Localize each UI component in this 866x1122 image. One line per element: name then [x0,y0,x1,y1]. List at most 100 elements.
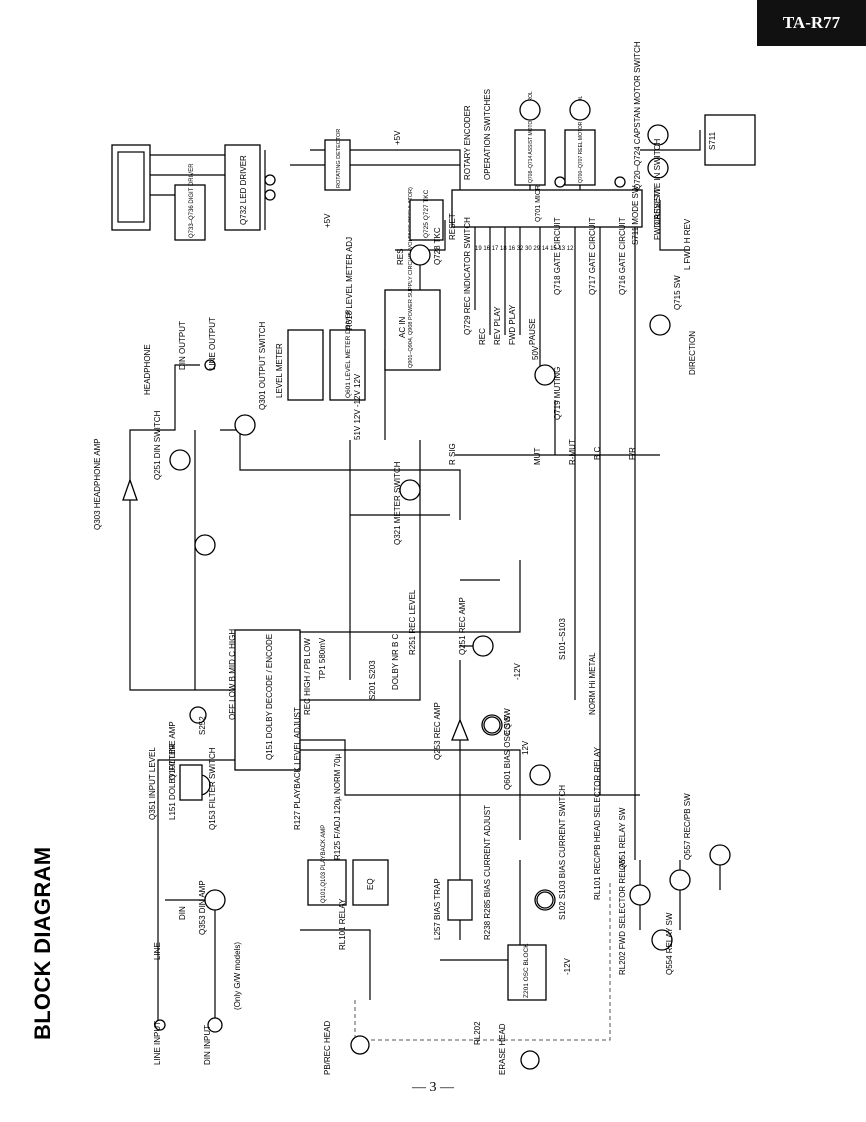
label-gate3: Q716 GATE CIRCUIT [618,217,627,295]
label-muting: Q719 MUTING [553,367,562,420]
label-ind-pause: PAUSE [528,318,537,345]
switch-box-s711: S711 [704,114,756,166]
playback-amp-label: Q101,Q103 PLAYBACK AMP [321,825,327,903]
block-eq: EQ [352,859,389,906]
label-pb-rec-head: PB/REC HEAD [323,1021,332,1075]
level-meter-driver-label: Q601 LEVEL METER DRIVER [345,309,352,398]
block-level-meter: LEVEL METER [275,329,324,401]
label-line: LINE [153,942,162,960]
label-q715: Q715 SW [673,275,682,310]
label-bias-osc: Q601 BIAS OSC SW [503,715,512,790]
label-din-output: DIN OUTPUT [178,321,187,370]
block-tkc: Q725 Q727 TKC [409,189,444,241]
block-power-supply: Q901–Q904, Q908 POWER SUPPLY CIRCUIT (VO… [384,187,441,371]
label-meter-switch: Q321 METER SWITCH [393,461,402,545]
label-relay-sw2: Q554 RELAY SW [665,912,674,975]
label-fwd-rev: FWD/REV SW [653,188,662,240]
page-number: — 3 — [412,1080,454,1095]
label-rotary: ROTARY ENCODER [463,105,472,180]
label-operation: OPERATION SWITCHES [483,89,492,180]
label-mut: MUT [533,448,542,465]
lamp-indicators [189,706,554,909]
label-r-mut: R-MUT [568,439,577,465]
label-nr-modes: OFF LOW B MID C HIGH [228,629,237,720]
label-dolby-ind: DOLBY NR B C [391,633,400,690]
dolby-label: Q151 DOLBY DECODE / ENCODE [265,634,274,760]
level-meter-label: LEVEL METER [275,343,284,398]
label-line-input: LINE INPUT [153,1021,162,1065]
label-relay-sw: Q551 RELAY SW [618,807,627,870]
label-eq-sw: EQ SW [503,708,512,735]
filter-and-trap [179,764,473,921]
label-head-selector: RL101 REC/PB HEAD SELECTOR RELAY [593,746,602,900]
eq-label: EQ [366,878,375,890]
label-head-switch: R125 F/ADJ 120µ NORM 70µ [333,753,342,860]
block-led-driver: Q732 LED DRIVER [224,144,261,231]
label-rec-high: REC HIGH / PB LOW [303,638,312,715]
label-rec-amp2: Q251 REC AMP [458,597,467,655]
label-gate2: Q717 GATE CIRCUIT [588,217,597,295]
label-tp1: TP1 580mV [318,637,327,680]
assist-motor-label: Q708–Q714 ASSIST MOTOR CONTROL [528,91,534,183]
label-rails: 51V 12V -12V 12V [353,373,362,440]
block-dolby: Q151 DOLBY DECODE / ENCODE [234,629,301,771]
amplifier-triangles [122,478,469,741]
label-level-meter-adj: R618 LEVEL METER ADJ [345,237,354,330]
label-rec-indicator: Q729 REC INDICATOR SWITCH [463,217,472,335]
label-s101: S101–S103 [558,618,567,660]
block-level-meter-driver: Q601 LEVEL METER DRIVER [329,309,366,401]
label-osc-minus: -12V [563,957,572,975]
label-playback-adj: R127 PLAYBACK LEVEL ADJUST [293,707,302,830]
label-q728: Q728 TKC [433,227,442,265]
label-gw-models: (Only G/W models) [233,942,242,1010]
label-v12: -12V [513,662,522,680]
label-res: RES [396,249,405,265]
relay-dashed-link [354,880,611,1041]
block-micro-computer: Q701 MICRO COMPUTER [451,138,643,228]
label-v50: 50V [531,345,540,360]
label-din: DIN [178,906,187,920]
label-rl202: RL202 [473,1021,482,1045]
label-s252: S252 [198,716,207,735]
label-ind-rec: REC [478,328,487,345]
power-label: Q901–Q904, Q908 POWER SUPPLY CIRCUIT (VO… [408,187,414,368]
label-plus5: +5V [393,130,402,145]
wiring [129,130,721,1020]
label-din-amp: Q353 DIN AMP [198,880,207,935]
label-direction: DIRECTION [688,331,697,375]
label-ind-rev: REV PLAY [493,306,502,345]
rotating-detector-label: ROTATING DETECTOR [336,129,342,188]
label-pins: 19 16 17 18 16 32 30 29 14 15 13 12 [475,246,574,252]
label-headphone-amp: Q303 HEADPHONE AMP [93,438,102,530]
label-capstan: Q720–Q724 CAPSTAN MOTOR SWITCH [633,41,642,190]
digit-driver-label: Q733–Q736 DIGIT DRIVER [189,163,195,238]
block-playback-amp: Q101,Q103 PLAYBACK AMP [307,825,347,906]
label-rec-amp: Q253 REC AMP [433,702,442,760]
led-driver-label: Q732 LED DRIVER [239,155,248,225]
label-rec-level: R251 REC LEVEL [408,589,417,655]
block-assist-motor: Q708–Q714 ASSIST MOTOR CONTROL [514,91,546,186]
label-gate1: Q718 GATE CIRCUIT [553,217,562,295]
label-cassette: CASSETTE IN SWITCH [653,139,662,225]
led-display [111,144,151,231]
label-bias-adj: R238 R285 BIAS CURRENT ADJUST [483,805,492,940]
label-line-amp: Q107 LINE AMP [168,721,177,780]
label-din-input: DIN INPUT [203,1025,212,1065]
label-v12b: 12V [521,740,530,755]
label-l-fwd: L FWD H REV [683,218,692,270]
label-ind-fwd: FWD PLAY [508,304,517,345]
reel-motor-label: Q700–Q707 REEL MOTOR CONTROL [578,96,584,183]
block-rotating-detector: ROTATING DETECTOR [324,129,351,191]
label-rl101: RL101 RELAY [338,898,347,950]
transistors [154,99,731,1070]
label-tape-select: NORM Hi METAL [588,652,597,715]
label-din-switch: Q251 DIN SWITCH [153,410,162,480]
s711-box-label: S711 [708,131,717,150]
label-reset: RESET [448,213,457,240]
osc-label: Z201 OSC BLOCK [523,943,530,998]
label-filter-switch: Q153 FILTER SWITCH [208,747,217,830]
model-tag: TA-R77 [757,0,866,46]
label-dolby-filter: L151 DOLBY FILTER [168,744,177,820]
tkc-label: Q725 Q727 TKC [423,189,430,238]
